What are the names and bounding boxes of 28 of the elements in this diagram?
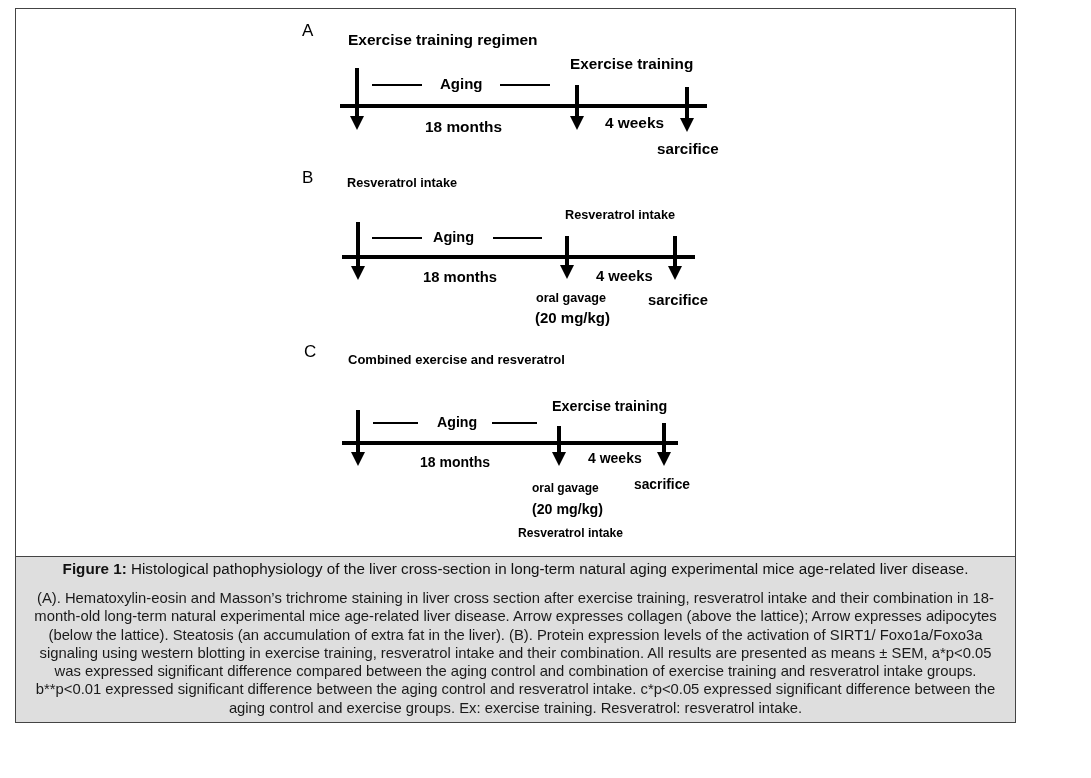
phase-label: Aging: [437, 413, 478, 431]
duration-label: 18 months: [423, 268, 497, 286]
event-label: sarcifice: [657, 140, 719, 158]
panel-letter: B: [302, 169, 314, 187]
duration-label: 4 weeks: [605, 114, 665, 132]
event-label: sacrifice: [634, 476, 690, 494]
panel-letter: A: [302, 22, 314, 40]
event-label: Exercise training: [570, 55, 694, 73]
event-label: oral gavage: [536, 290, 606, 306]
phase-label: Aging: [440, 75, 483, 93]
event-label: Resveratrol intake: [518, 525, 623, 541]
panel-title: Resveratrol intake: [347, 175, 457, 191]
event-label: Resveratrol intake: [565, 207, 675, 223]
duration-label: 18 months: [425, 118, 502, 136]
panel-title: Exercise training regimen: [348, 31, 538, 49]
event-label: Exercise training: [552, 397, 668, 415]
duration-label: 4 weeks: [588, 449, 642, 467]
dose-label: (20 mg/kg): [532, 500, 603, 518]
panel-letter: C: [304, 343, 317, 361]
duration-label: 4 weeks: [596, 267, 653, 285]
event-label: sarcifice: [648, 291, 709, 309]
panel-title: Combined exercise and resveratrol: [348, 352, 565, 368]
figure-caption: Figure 1: Histological pathophysiology of the liver cross-section in long-term natural aging experimental mice age-related liver disease.: [62, 560, 969, 578]
caption-text: (A). Hematoxylin-eosin and Masson’s trichrome staining in liver cross section after exercise training, resveratrol intake and their combination in 18-month-old long-term natural experimental mice age-related liver disease. Arrow expresses collagen (above the lattice); Arrow expresses adipocytes (below the lattice). Steatosis (an accumulation of extra fat in the liver). (B). Protein expression levels of the activation of SIRT1/ Foxo1a/Foxo3a signaling using western blotting in exercise training, resveratrol intake and their combination. All results are presented as means ± SEM, a*p<0.05 was expressed significant difference compared between the aging control and combination of exercise training and resveratrol intake groups. b**p<0.01 expressed significant difference between the aging control and resveratrol intake. c*p<0.05 expressed significant difference between the aging control and exercise groups. Ex: exercise training. Resveratrol: resveratrol intake.: [33, 589, 998, 718]
duration-label: 18 months: [420, 453, 490, 471]
phase-label: Aging: [433, 228, 475, 246]
dose-label: (20 mg/kg): [535, 309, 610, 327]
event-label: oral gavage: [532, 480, 599, 496]
